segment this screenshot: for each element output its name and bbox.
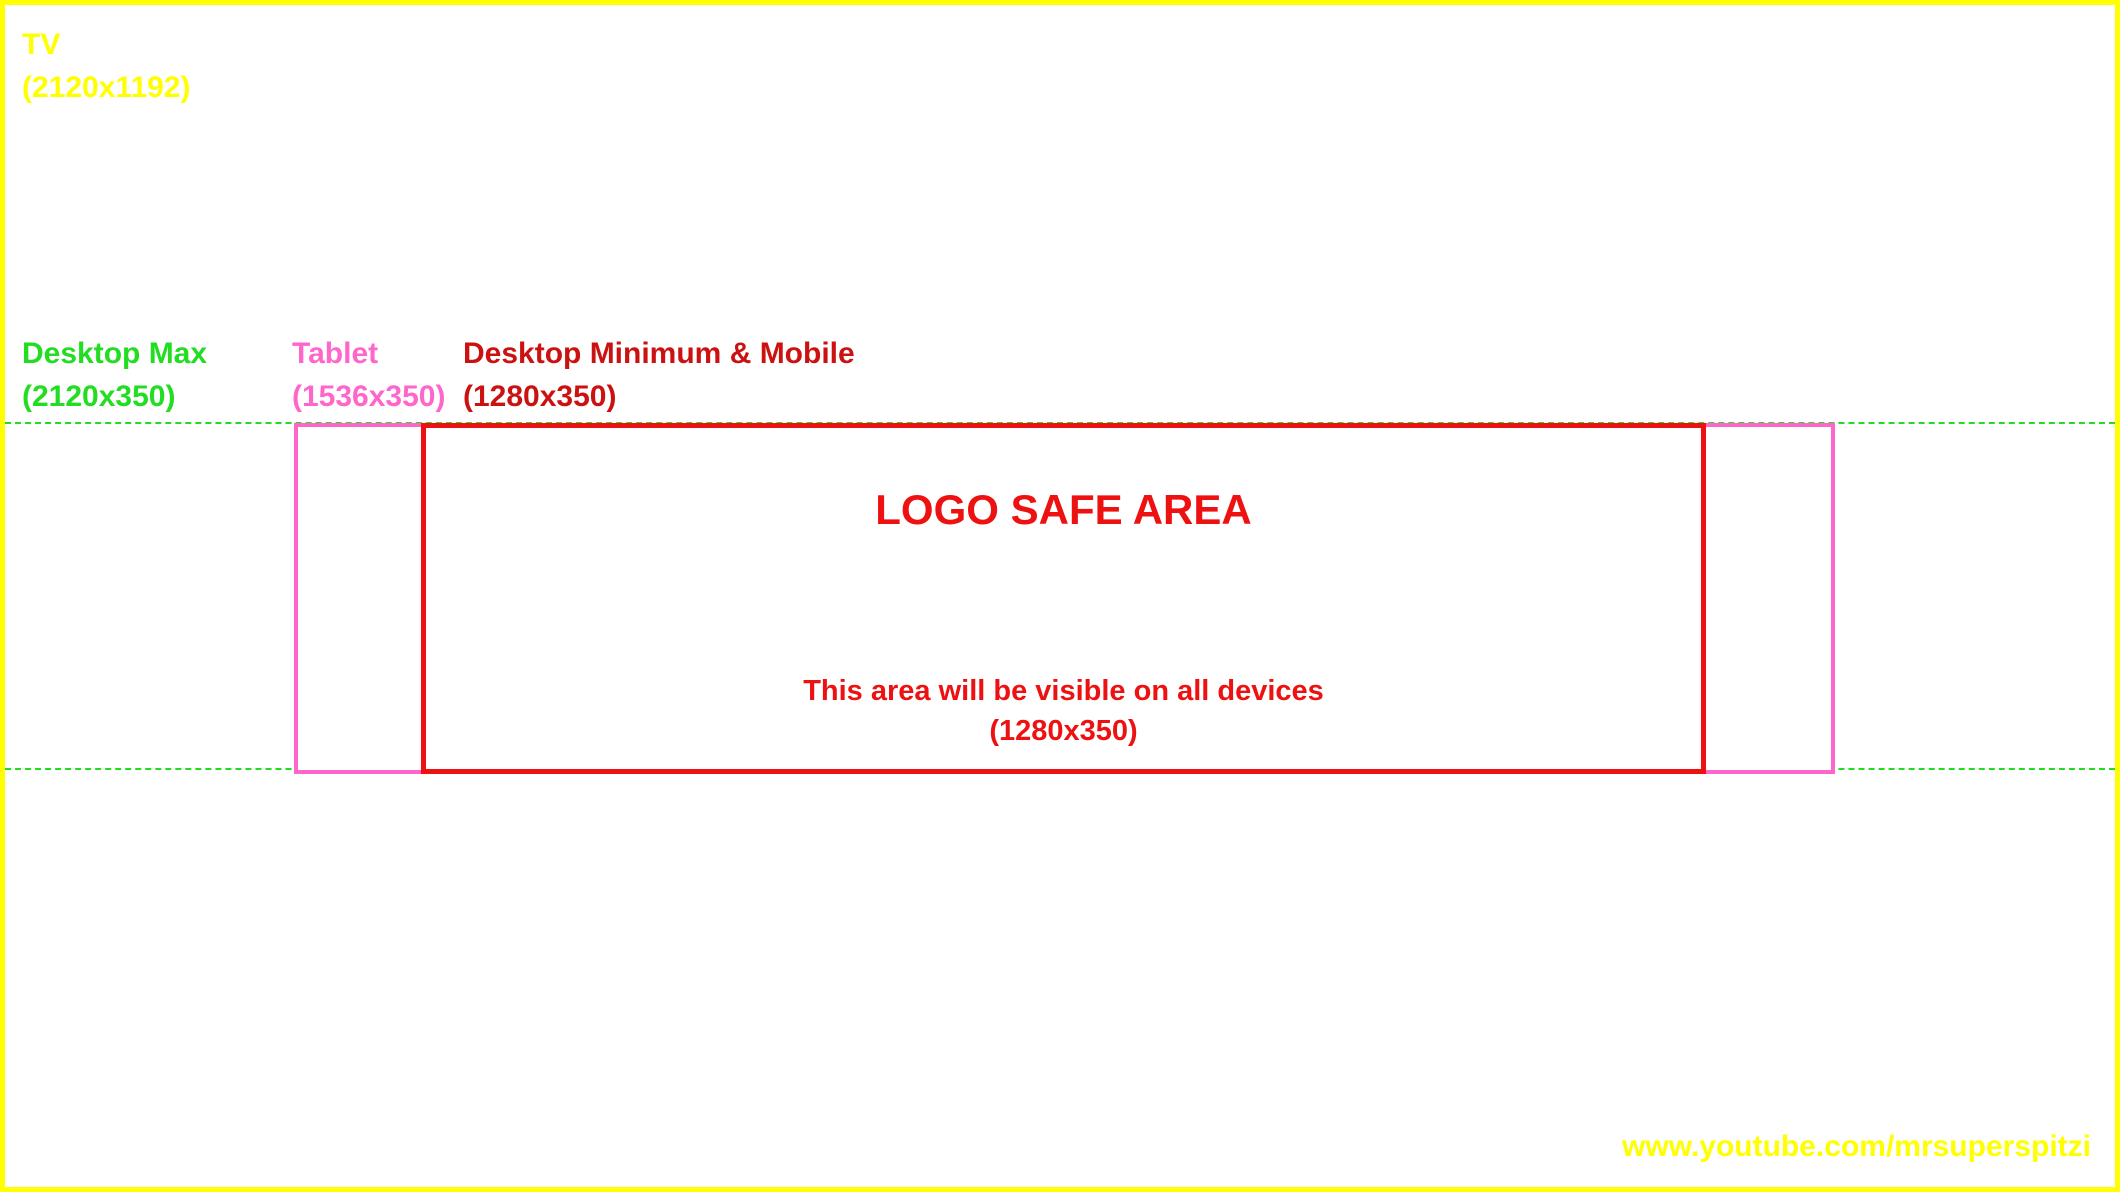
desktop-min-label: Desktop Minimum & Mobile (1280x350) bbox=[463, 332, 855, 418]
tablet-size: (1536x350) bbox=[292, 380, 446, 413]
tv-name: TV bbox=[22, 28, 61, 61]
desktop-max-name: Desktop Max bbox=[22, 337, 208, 370]
desktop-min-name: Desktop Minimum & Mobile bbox=[463, 337, 855, 370]
tv-label: TV (2120x1192) bbox=[22, 23, 191, 109]
tv-size: (2120x1192) bbox=[22, 71, 191, 104]
channel-url: www.youtube.com/mrsuperspitzi bbox=[1622, 1130, 2091, 1163]
tablet-name: Tablet bbox=[292, 337, 379, 370]
safe-area-note: This area will be visible on all devices… bbox=[426, 671, 1701, 751]
safe-area-note-text: This area will be visible on all devices bbox=[803, 675, 1324, 707]
desktop-max-label: Desktop Max (2120x350) bbox=[22, 332, 207, 418]
tablet-label: Tablet (1536x350) bbox=[292, 332, 445, 418]
safe-area-title: LOGO SAFE AREA bbox=[875, 486, 1252, 533]
logo-safe-area: LOGO SAFE AREA This area will be visible… bbox=[421, 423, 1706, 774]
desktop-min-size: (1280x350) bbox=[463, 380, 617, 413]
desktop-max-size: (2120x350) bbox=[22, 380, 176, 413]
safe-area-size: (1280x350) bbox=[989, 715, 1138, 747]
